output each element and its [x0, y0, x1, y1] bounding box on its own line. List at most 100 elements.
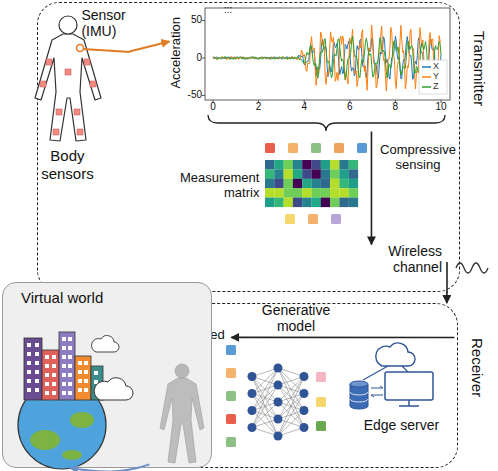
- measurement-square: [331, 214, 341, 224]
- tick-label: -50: [180, 89, 202, 101]
- building: [24, 338, 42, 400]
- matrix-cell: [339, 169, 348, 179]
- window: [52, 355, 56, 359]
- window: [35, 370, 39, 374]
- window: [45, 355, 49, 359]
- continent: [62, 450, 82, 460]
- matrix-cell: [330, 188, 339, 198]
- edge-label: Wireless channel: [362, 243, 442, 275]
- network-neuron: [248, 372, 257, 381]
- matrix-cell: [330, 198, 339, 208]
- matrix-cell: [312, 198, 321, 208]
- window: [62, 373, 66, 377]
- cloud: [92, 336, 119, 352]
- latent-square: [226, 345, 236, 355]
- continent: [30, 430, 60, 450]
- matrix-cell: [274, 169, 283, 179]
- wave-symbol: [456, 263, 488, 273]
- matrix-cell: [302, 169, 311, 179]
- window: [27, 379, 31, 383]
- measurement-square: [285, 214, 295, 224]
- edge-label: Compressive sensing: [378, 143, 458, 173]
- database-icon: [350, 384, 368, 409]
- signal-square: [311, 143, 321, 153]
- node-text: Body sensors: [35, 147, 99, 182]
- icon-link: [402, 366, 408, 372]
- window: [35, 388, 39, 392]
- signal-square: [357, 143, 367, 153]
- window: [62, 364, 66, 368]
- database-top: [350, 381, 368, 387]
- window: [68, 391, 72, 395]
- matrix-cell: [293, 188, 302, 198]
- matrix-cell: [284, 198, 293, 208]
- sensor-patch: [40, 81, 46, 87]
- network-neuron: [274, 398, 283, 407]
- window: [68, 364, 72, 368]
- matrix-cell: [302, 179, 311, 189]
- data-square: [316, 397, 326, 407]
- matrix-cell: [312, 188, 321, 198]
- matrix-cell: [321, 179, 330, 189]
- tick-label: 6: [340, 101, 360, 113]
- window: [27, 361, 31, 365]
- signal-line: [213, 36, 441, 79]
- matrix-cell: [312, 169, 321, 179]
- tick-label: 4: [294, 101, 314, 113]
- matrix-cell: [349, 179, 358, 189]
- matrix-cell: [321, 160, 330, 170]
- node-text: Sensor (IMU): [81, 7, 133, 39]
- node-text: Acceleration: [169, 17, 184, 89]
- monitor-base: [399, 405, 419, 407]
- tick-label: 50: [180, 14, 202, 26]
- window: [78, 370, 82, 374]
- tick-label: 10: [431, 101, 451, 113]
- avatar-head: [175, 364, 189, 378]
- node-text: Edge server: [351, 417, 451, 433]
- data-square: [316, 372, 326, 382]
- building: [42, 350, 59, 400]
- window: [35, 361, 39, 365]
- matrix-cell: [284, 160, 293, 170]
- window: [78, 361, 82, 365]
- window: [84, 379, 88, 383]
- window: [52, 382, 56, 386]
- window: [68, 355, 72, 359]
- imu-sensor: [77, 45, 84, 52]
- window: [68, 346, 72, 350]
- window: [45, 373, 49, 377]
- matrix-cell: [274, 188, 283, 198]
- tick-label: 0: [203, 101, 223, 113]
- matrix-cell: [339, 179, 348, 189]
- sensor-patch: [77, 129, 83, 135]
- building: [75, 356, 91, 400]
- matrix-cell: [274, 160, 283, 170]
- latent-square: [226, 414, 236, 424]
- window: [52, 373, 56, 377]
- matrix-cell: [321, 188, 330, 198]
- matrix-cell: [339, 188, 348, 198]
- continent: [70, 412, 94, 428]
- matrix-cell: [349, 160, 358, 170]
- sensor-patch: [46, 59, 52, 65]
- window: [62, 391, 66, 395]
- matrix-cell: [284, 188, 293, 198]
- window: [62, 355, 66, 359]
- node-text: Transmitter: [471, 31, 488, 106]
- signal-square: [265, 143, 275, 153]
- window: [35, 379, 39, 383]
- signal-square: [288, 143, 298, 153]
- cloud-icon: [376, 343, 415, 366]
- plot-frame: [205, 8, 450, 100]
- window: [52, 364, 56, 368]
- matrix-cell: [349, 188, 358, 198]
- signal-line: [213, 25, 441, 91]
- network-link: [278, 411, 304, 437]
- window: [35, 343, 39, 347]
- matrix-cell: [321, 198, 330, 208]
- window: [84, 388, 88, 392]
- flow-arrow: [371, 131, 373, 244]
